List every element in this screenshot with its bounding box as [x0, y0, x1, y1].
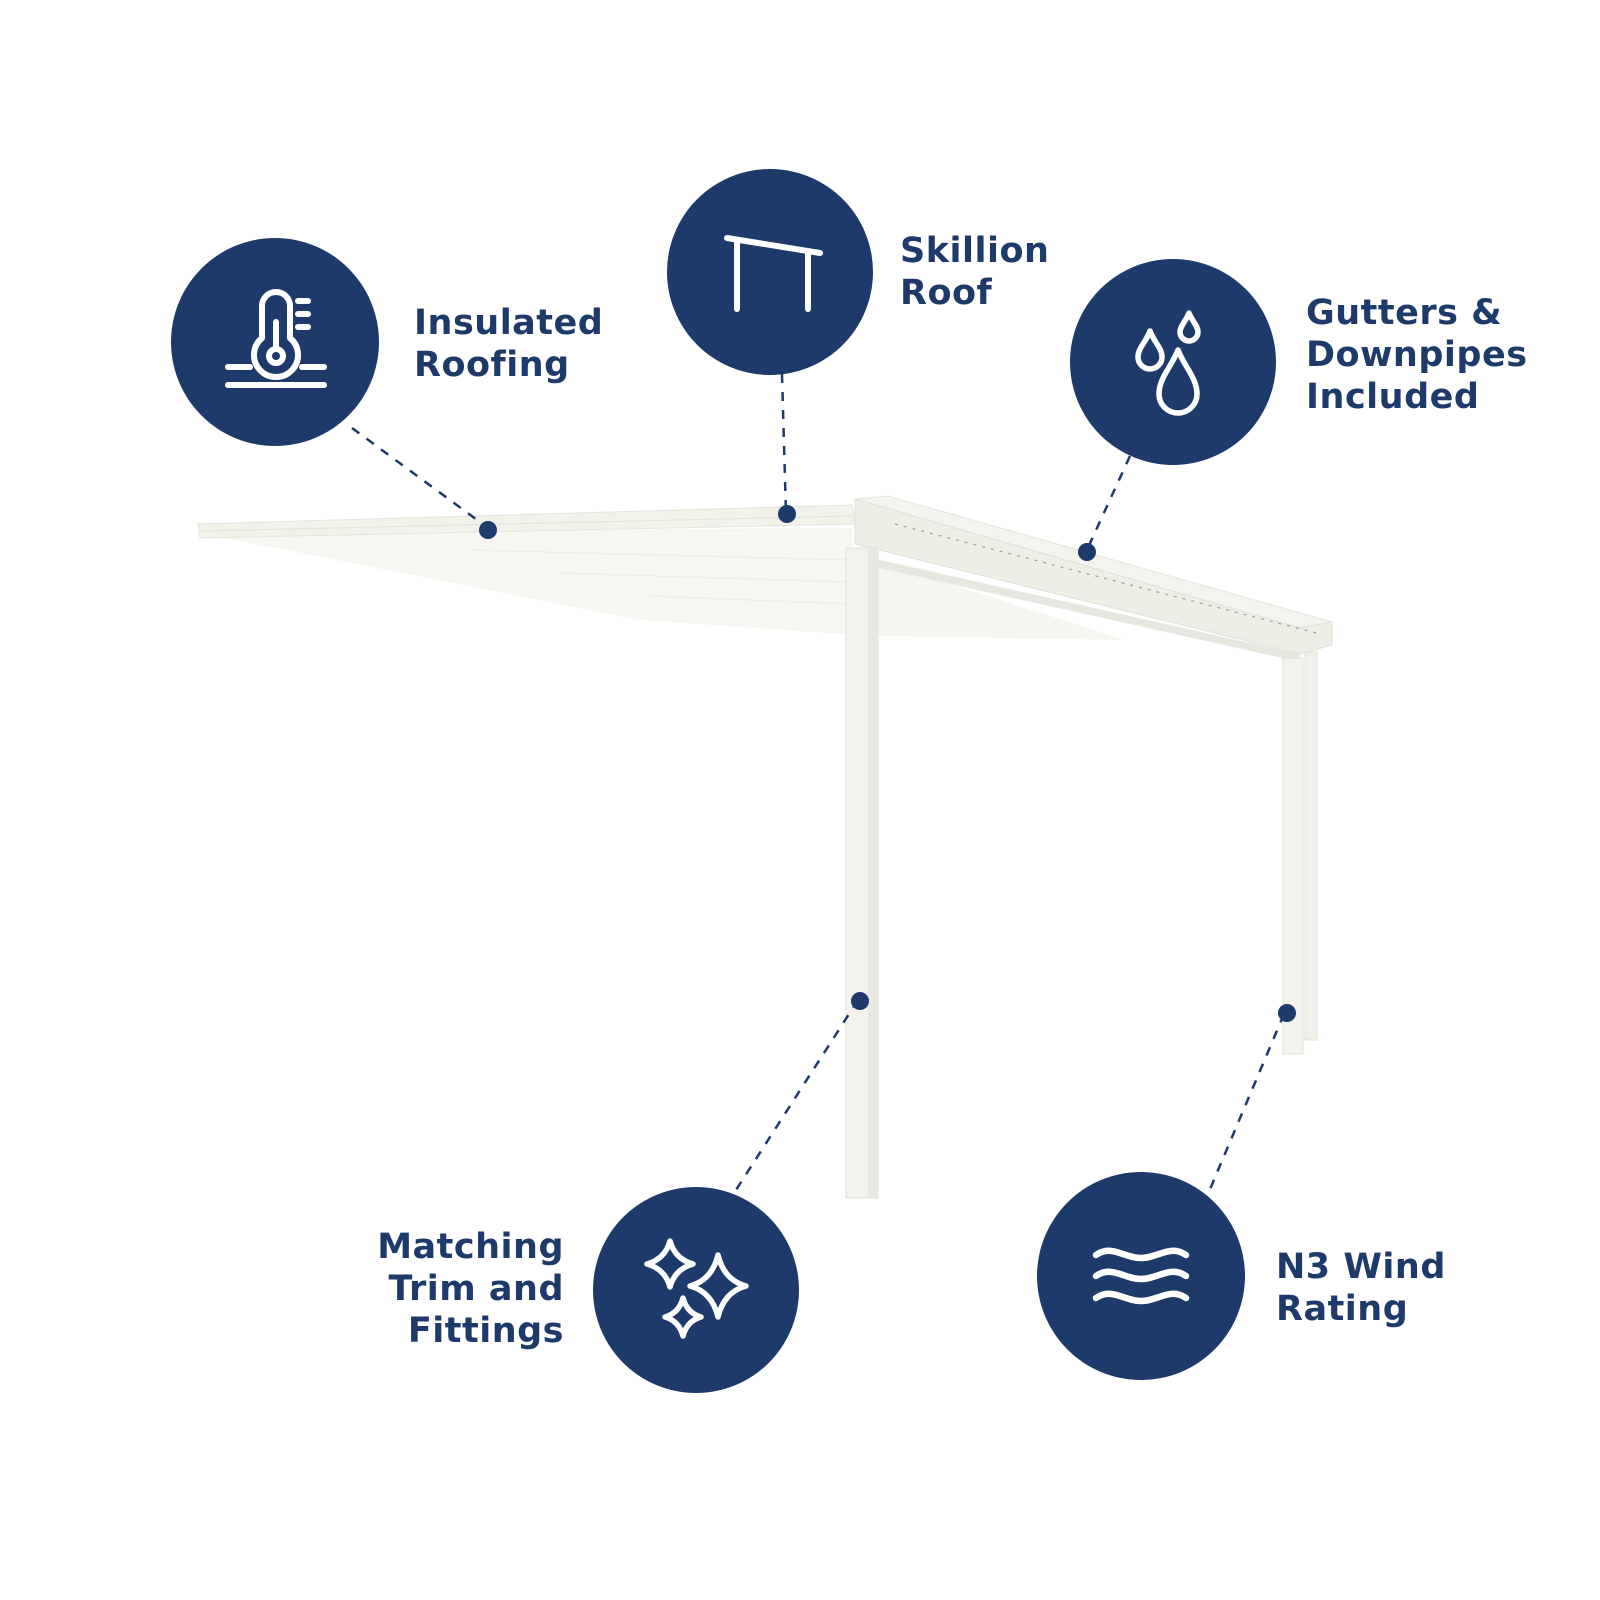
dot-insulated: [479, 521, 497, 539]
feature-label-line: Included: [1306, 377, 1480, 417]
feature-badge-wind: [1037, 1172, 1245, 1380]
sparkles-icon: [644, 1238, 749, 1339]
leader-wind: [1206, 1013, 1286, 1195]
feature-label-line: Trim and: [388, 1269, 564, 1309]
leader-skillion: [780, 373, 788, 515]
dot-skillion: [778, 505, 796, 523]
feature-label-line: Roof: [900, 273, 993, 313]
dot-wind: [1278, 1004, 1296, 1022]
feature-badge-insulated: [171, 238, 379, 446]
feature-label-line: Insulated: [414, 303, 604, 343]
feature-label-line: Matching: [377, 1227, 564, 1267]
skillion-roof-icon: [724, 235, 823, 312]
thermometer-insulation-icon: [225, 289, 327, 388]
feature-label-gutters: Gutters & Downpipes Included: [1306, 292, 1528, 418]
feature-label-line: Fittings: [407, 1311, 564, 1351]
gutter-beam-face: [854, 498, 1333, 655]
wind-waves-icon: [1092, 1247, 1190, 1305]
feature-badge-gutters: [1070, 259, 1276, 465]
feature-label-line: N3 Wind: [1276, 1247, 1446, 1287]
feature-label-skillion: Skillion Roof: [900, 230, 1049, 314]
feature-label-line: Rating: [1276, 1289, 1409, 1329]
leader-lines: [351, 373, 1286, 1195]
leader-matching: [734, 999, 860, 1191]
feature-label-line: Downpipes: [1306, 335, 1528, 375]
feature-badge-matching: [593, 1187, 799, 1393]
anchor-dots: [479, 505, 1296, 1022]
leader-gutters: [1084, 455, 1132, 553]
roof-underside-panel: [205, 530, 870, 636]
feature-label-line: Roofing: [414, 345, 570, 385]
feature-badge-skillion: [667, 169, 873, 375]
dot-gutters: [1078, 543, 1096, 561]
feature-label-wind: N3 Wind Rating: [1276, 1246, 1446, 1330]
feature-label-matching: Matching Trim and Fittings: [377, 1226, 564, 1352]
rear-post: [1282, 657, 1304, 1055]
downpipe: [1304, 651, 1318, 1041]
beam-underside-channel: [870, 552, 1300, 662]
patio-structure: [197, 495, 1333, 1199]
feature-label-insulated: Insulated Roofing: [414, 302, 603, 386]
dot-matching: [851, 992, 869, 1010]
water-drops-icon: [1135, 310, 1201, 416]
feature-label-line: Skillion: [900, 231, 1050, 271]
feature-label-line: Gutters &: [1306, 293, 1503, 333]
leader-insulated: [351, 426, 489, 530]
